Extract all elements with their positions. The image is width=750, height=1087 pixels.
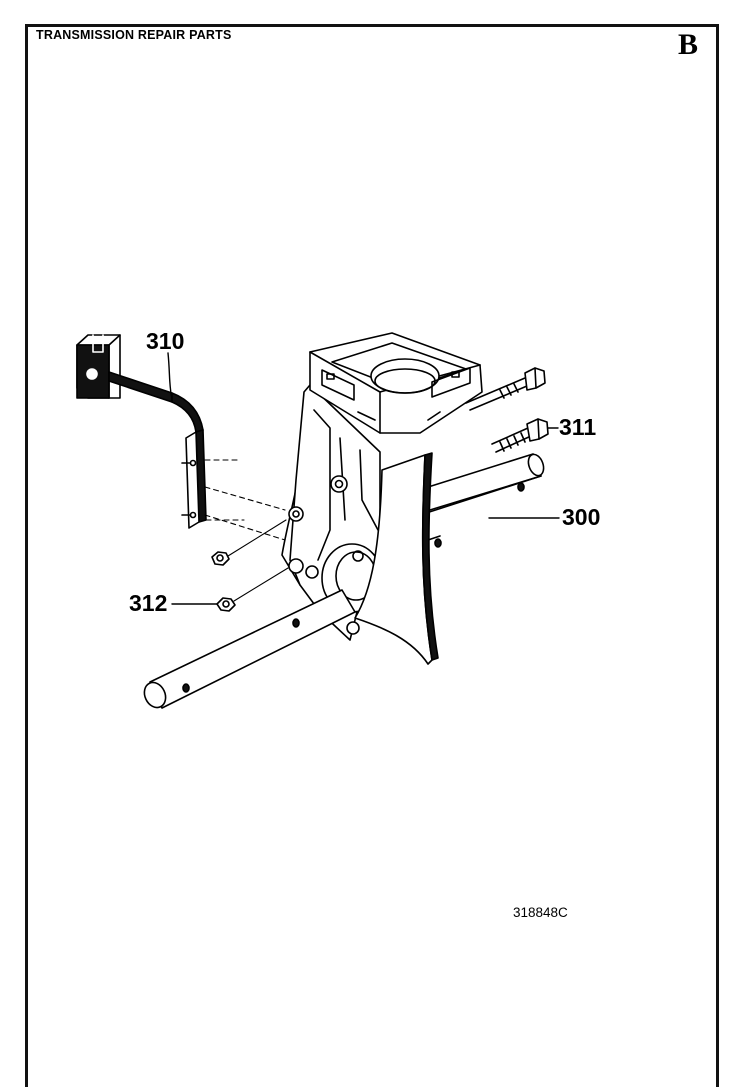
page-border: [25, 24, 719, 1087]
gear-housing: [281, 332, 483, 641]
tine-plate: [354, 452, 439, 665]
section-letter: B: [678, 28, 699, 61]
shaft-300: [143, 453, 545, 709]
bracket-310: [76, 334, 207, 529]
nuts-312: [211, 519, 289, 612]
leader-lines: [167, 352, 560, 605]
callout-312: 312: [129, 590, 168, 616]
callout-300: 300: [562, 504, 601, 530]
bolts-311: [465, 367, 549, 453]
callout-311: 311: [559, 414, 597, 440]
drawing-code: 318848C: [513, 905, 568, 920]
assembly-dashes: [204, 459, 286, 541]
page-title: TRANSMISSION REPAIR PARTS: [36, 28, 232, 42]
callout-310: 310: [146, 328, 185, 354]
